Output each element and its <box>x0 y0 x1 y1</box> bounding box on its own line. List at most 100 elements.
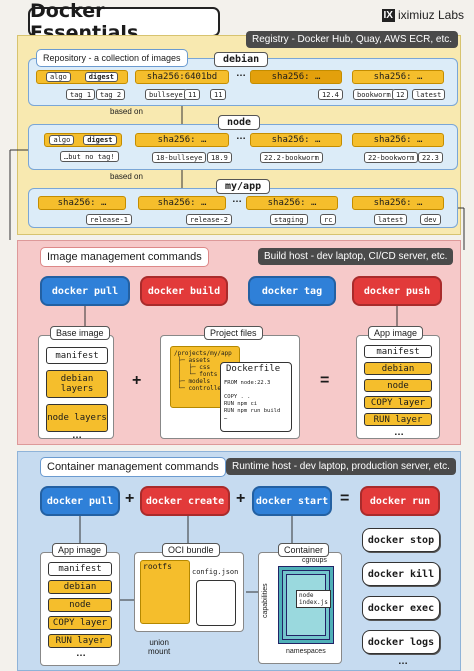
runtime-app-image-label: App image <box>52 543 108 557</box>
image-sha-node-3: sha256: … <box>352 133 444 147</box>
based-on-1: based on <box>110 107 143 116</box>
image-mgmt-label: Image management commands <box>40 247 209 267</box>
ellipsis: … <box>236 68 246 79</box>
brand-logo: IX <box>381 8 395 22</box>
app-layer-node: node <box>364 379 432 392</box>
tag-2: tag 2 <box>96 89 126 100</box>
project-files-label: Project files <box>204 326 263 340</box>
based-on-2: based on <box>110 172 143 181</box>
docker-kill-button[interactable]: docker kill <box>362 562 440 586</box>
tag-dev: dev <box>420 214 441 225</box>
docker-exec-button[interactable]: docker exec <box>362 596 440 620</box>
layer-debian: debian layers <box>46 370 108 398</box>
tag-release-2: release-2 <box>186 214 232 225</box>
project-tree: /projects/my/app ├─ assets │ ├─ css │ └─… <box>174 350 232 392</box>
more-layers: … <box>72 430 82 441</box>
rootfs-label: rootfs <box>143 562 172 571</box>
layer-node: node layers <box>46 404 108 432</box>
equals-2: = <box>340 490 350 507</box>
app-layer-copy: COPY layer <box>364 396 432 409</box>
algo-label-node: algo <box>49 135 75 145</box>
docker-pull-run-button[interactable]: docker pull <box>40 486 120 516</box>
tag-22-2-bookworm: 22.2-bookworm <box>260 152 323 163</box>
docker-create-button[interactable]: docker create <box>140 486 230 516</box>
equals-sign: = <box>320 372 330 389</box>
registry-label: Registry - Docker Hub, Quay, AWS ECR, et… <box>246 31 459 48</box>
tag-latest-myapp: latest <box>374 214 408 225</box>
ellipsis-node: … <box>236 131 246 142</box>
namespaces-label: namespaces <box>286 648 326 655</box>
image-sha-myapp-1: sha256: … <box>38 196 126 210</box>
rt-layer-debian: debian <box>48 580 112 594</box>
docker-stop-button[interactable]: docker stop <box>362 528 440 552</box>
repo-name-node: node <box>218 115 261 130</box>
tag-rc: rc <box>320 214 337 225</box>
image-sha-myapp-4: sha256: … <box>352 196 444 210</box>
plus-2: + <box>236 490 246 507</box>
docker-build-button[interactable]: docker build <box>140 276 228 306</box>
dockerfile-body: FROM node:22.3 COPY . . RUN npm ci RUN n… <box>224 380 281 421</box>
docker-start-button[interactable]: docker start <box>252 486 332 516</box>
rt-layer-copy: COPY layer <box>48 616 112 630</box>
tag-staging: staging <box>270 214 308 225</box>
ellipsis-myapp: … <box>232 194 242 205</box>
digest-label: digest <box>84 72 119 82</box>
base-image-label: Base image <box>50 326 110 340</box>
brand-name: iximiuz Labs <box>397 8 464 22</box>
docker-tag-button[interactable]: docker tag <box>248 276 336 306</box>
docker-pull-button[interactable]: docker pull <box>40 276 130 306</box>
repo-name-debian: debian <box>214 52 269 67</box>
no-tag-note: …but no tag! <box>60 151 119 162</box>
tag-18-9: 18.9 <box>207 152 232 163</box>
plus-1: + <box>125 490 135 507</box>
image-sha-node-1: sha256: … <box>135 133 229 147</box>
tag-11: 11 <box>210 89 227 100</box>
image-sha-debian-1: sha256:6401bd <box>135 70 229 84</box>
image-sha-debian-3: sha256: … <box>352 70 444 84</box>
repo-caption: Repository - a collection of images <box>36 49 188 67</box>
union-mount-label: union mount <box>148 638 171 656</box>
node-process: node index.js <box>296 590 331 608</box>
rt-layer-run: RUN layer <box>48 634 112 648</box>
config-json-doc-icon <box>196 580 236 626</box>
tag-12: 12 <box>392 89 409 100</box>
image-sha-myapp-2: sha256: … <box>138 196 226 210</box>
tag-22-3: 22.3 <box>418 152 443 163</box>
tag-22-bookworm: 22-bookworm <box>364 152 419 163</box>
tag-11-0: 11 <box>184 89 201 100</box>
rt-layer-manifest: manifest <box>48 562 112 576</box>
build-host-label: Build host - dev laptop, CI/CD server, e… <box>258 248 454 265</box>
control-more: … <box>398 656 408 667</box>
digest-ref-debian: algo digest <box>36 70 128 84</box>
container-mgmt-label: Container management commands <box>40 457 226 477</box>
tag-1: tag 1 <box>66 89 96 100</box>
app-layer-run: RUN layer <box>364 413 432 426</box>
docker-push-button[interactable]: docker push <box>352 276 442 306</box>
app-layer-debian: debian <box>364 362 432 375</box>
repo-name-myapp: my/app <box>216 179 271 194</box>
digest-ref-node: algo digest <box>44 133 122 147</box>
config-json-label: config.json <box>192 568 239 576</box>
rt-more-layers: … <box>76 648 86 659</box>
tag-latest-debian: latest <box>412 89 446 100</box>
image-sha-debian-2: sha256: … <box>250 70 342 84</box>
docker-run-button[interactable]: docker run <box>360 486 440 516</box>
layer-manifest: manifest <box>46 347 108 364</box>
digest-label-node: digest <box>83 135 117 145</box>
image-sha-myapp-3: sha256: … <box>246 196 338 210</box>
algo-label: algo <box>45 72 71 82</box>
plus-sign: + <box>132 372 142 389</box>
docker-logs-button[interactable]: docker logs <box>362 630 440 654</box>
tag-12-4: 12.4 <box>318 89 343 100</box>
tag-18-bullseye: 18-bullseye <box>152 152 207 163</box>
app-image-label: App image <box>368 326 424 340</box>
app-layer-manifest: manifest <box>364 345 432 358</box>
app-more-layers: … <box>394 427 404 438</box>
push-link-line <box>458 207 465 250</box>
runtime-host-label: Runtime host - dev laptop, production se… <box>226 458 456 475</box>
dockerfile-title: Dockerfile <box>226 364 281 374</box>
rt-layer-node: node <box>48 598 112 612</box>
pull-link-line <box>9 149 28 240</box>
dockerfile-card <box>220 362 292 432</box>
